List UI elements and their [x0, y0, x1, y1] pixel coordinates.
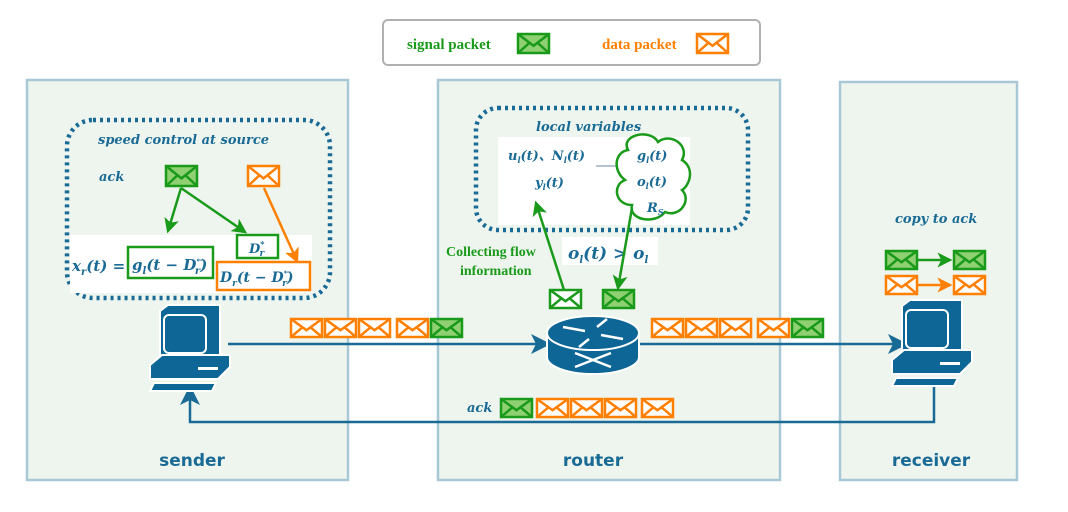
u-n-variables: ul(t)、Nl(t) [508, 149, 585, 165]
signal-packet-icon [164, 164, 199, 188]
receiver-label: receiver [892, 451, 971, 471]
sender-computer-icon [148, 304, 231, 392]
signal-packet-icon [790, 317, 825, 339]
legend-signal-label: signal packet [407, 37, 491, 53]
signal-packet-icon [516, 32, 551, 55]
data-packet-icon [569, 397, 604, 419]
rs-variable: RS [646, 201, 664, 217]
delay-formula: Dr(t − D←r) [219, 268, 294, 289]
signal-packet-icon [429, 317, 464, 339]
signal-packet-icon [164, 164, 199, 188]
y-variable: yl(t) [534, 176, 564, 192]
o-variable: ol(t) [637, 175, 667, 191]
collecting-flow-label-2: information [460, 264, 532, 279]
data-packet-icon [695, 32, 730, 55]
legend: signal packet data packet [382, 19, 761, 66]
router-label: router [563, 451, 624, 471]
sender-ack-label: ack [99, 170, 124, 185]
dstar-label: D*r [248, 239, 265, 259]
data-packet-icon [650, 317, 685, 339]
copy-to-ack-illustration [884, 249, 987, 296]
signal-packet-icon [548, 288, 583, 310]
data-packet-icon [695, 32, 730, 55]
copy-to-ack-label: copy to ack [895, 212, 977, 227]
data-packet-icon [884, 274, 919, 296]
data-packet-icon [289, 317, 324, 339]
local-variables-box: local variables ul(t)、Nl(t) yl(t) gl(t) … [473, 105, 751, 233]
signal-packet-icon [548, 288, 583, 310]
data-packet-icon [357, 317, 392, 339]
local-variables-title: local variables [536, 120, 642, 135]
signal-packet-icon [884, 249, 919, 271]
g-variable: gl(t) [637, 149, 667, 165]
signal-packet-icon [601, 288, 636, 310]
data-packet-icon [718, 317, 753, 339]
collecting-flow-label: Collecting flow [446, 245, 537, 260]
data-packet-icon [246, 164, 281, 188]
data-packet-icon [640, 397, 675, 419]
receiver-panel [838, 80, 1019, 482]
rate-formula-g: gl(t − D←r) [132, 256, 207, 277]
signal-packet-icon [516, 32, 551, 55]
packet-row-ack [499, 397, 675, 419]
signal-packet-icon [499, 397, 534, 419]
threshold-condition: ol(t) > ol [568, 244, 649, 266]
cloud-shape [615, 133, 692, 221]
data-packet-icon [952, 274, 987, 296]
router-ack-label: ack [467, 401, 492, 416]
rate-formula-lhs: xr(t) = [71, 257, 125, 278]
packet-row-router-receiver [650, 317, 825, 339]
speed-control-title: speed control at source [98, 133, 269, 148]
legend-data-label: data packet [602, 37, 677, 53]
router-icon [546, 315, 640, 375]
packet-row-sender-router [289, 317, 464, 339]
data-packet-icon [535, 397, 570, 419]
data-packet-icon [246, 164, 281, 188]
data-packet-icon [684, 317, 719, 339]
signal-packet-icon [601, 288, 636, 310]
data-packet-icon [603, 397, 638, 419]
ack-return-path [180, 385, 936, 424]
sender-label: sender [159, 451, 225, 471]
data-packet-icon [395, 317, 430, 339]
data-packet-icon [756, 317, 791, 339]
speed-control-box: speed control at source ack xr(t) = gl(t… [64, 117, 333, 301]
data-packet-icon [323, 317, 358, 339]
receiver-computer-icon [890, 299, 973, 387]
signal-packet-icon [952, 249, 987, 271]
